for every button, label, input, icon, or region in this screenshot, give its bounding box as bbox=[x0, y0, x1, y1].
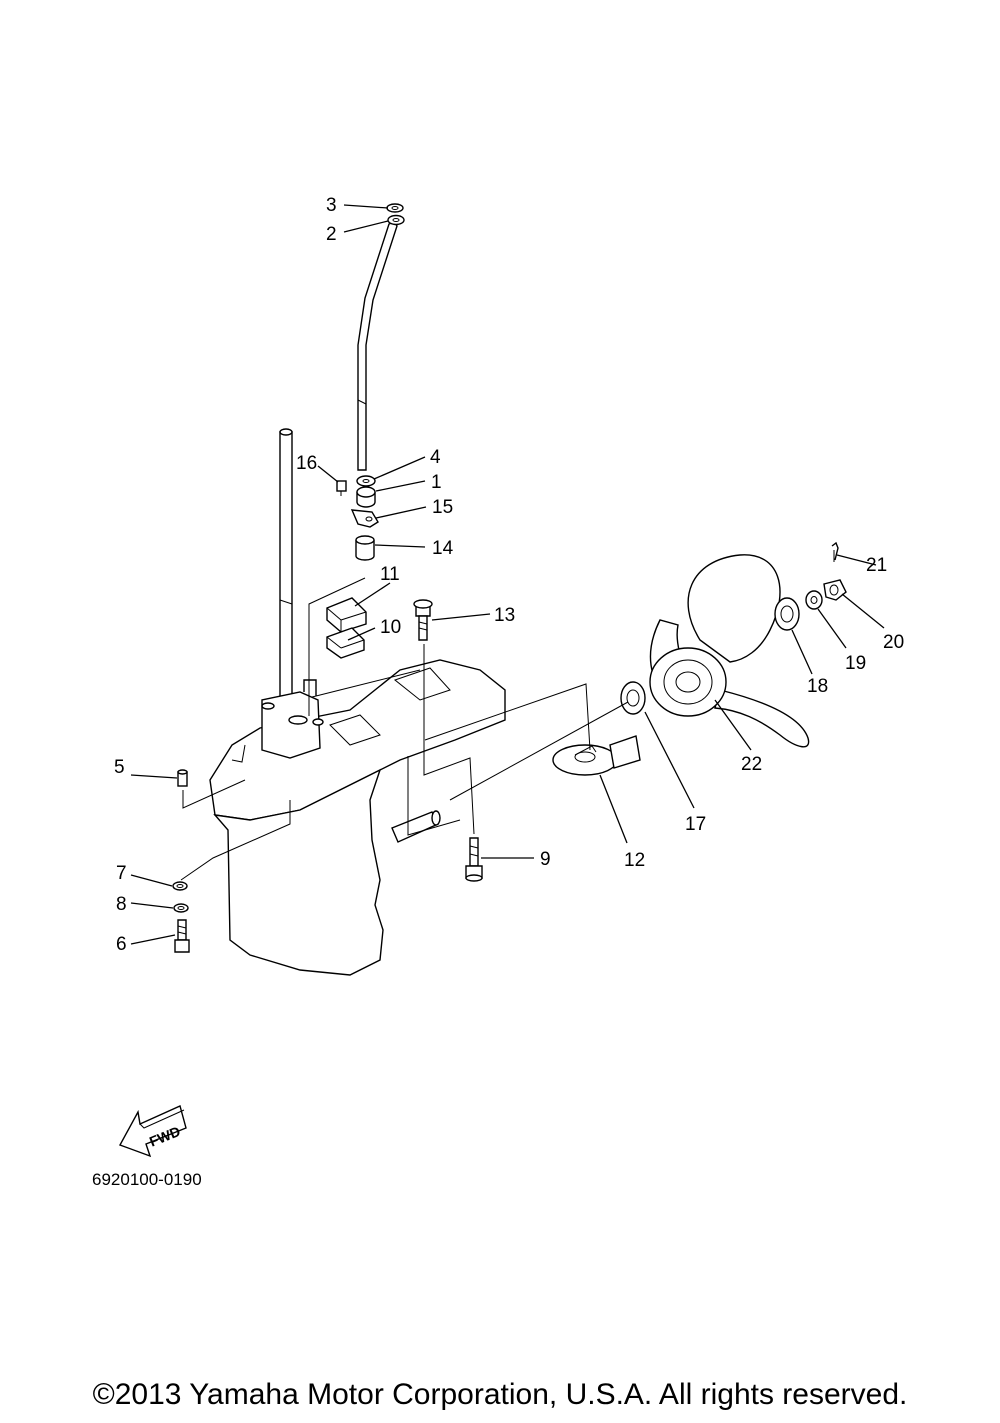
callout-6: 6 bbox=[116, 934, 127, 955]
diagram-part-code: 6920100-0190 bbox=[92, 1170, 202, 1189]
bolt-13 bbox=[413, 599, 433, 641]
callout-16: 16 bbox=[296, 453, 317, 474]
callout-13: 13 bbox=[494, 605, 515, 626]
collar-14 bbox=[355, 535, 375, 561]
shift-rod bbox=[357, 221, 398, 471]
grommet-2 bbox=[387, 214, 405, 226]
callout-20: 20 bbox=[883, 632, 904, 653]
callout-18: 18 bbox=[807, 676, 828, 697]
callout-4: 4 bbox=[430, 447, 441, 468]
seal-10 bbox=[326, 627, 365, 659]
callout-labels: 3 2 4 1 15 14 16 11 10 13 21 20 19 18 22… bbox=[114, 195, 904, 955]
anode-12 bbox=[552, 735, 641, 776]
callout-19: 19 bbox=[845, 653, 866, 674]
leader-lines bbox=[130, 204, 885, 945]
assembly-guide-lines bbox=[180, 577, 629, 881]
callout-14: 14 bbox=[432, 538, 454, 559]
callout-2: 2 bbox=[326, 224, 337, 245]
copyright-notice: ©2013 Yamaha Motor Corporation, U.S.A. A… bbox=[92, 1378, 908, 1411]
callout-5: 5 bbox=[114, 757, 125, 778]
seal-11 bbox=[326, 597, 367, 633]
screw-16 bbox=[336, 480, 347, 496]
nut-20 bbox=[823, 579, 847, 601]
bracket-15 bbox=[350, 509, 379, 528]
callout-22: 22 bbox=[741, 754, 762, 775]
washer-7 bbox=[172, 881, 188, 891]
drive-shaft bbox=[279, 428, 293, 701]
forward-arrow-icon: FWD bbox=[118, 1105, 187, 1158]
thrust-washer-17 bbox=[620, 681, 646, 715]
callout-11: 11 bbox=[380, 564, 400, 585]
dowel-pin-5 bbox=[177, 769, 188, 787]
callout-3: 3 bbox=[326, 195, 337, 216]
bolt-9 bbox=[465, 837, 483, 882]
callout-12: 12 bbox=[624, 850, 645, 871]
washer-4 bbox=[356, 475, 376, 487]
callout-17: 17 bbox=[685, 814, 706, 835]
lower-case bbox=[209, 659, 506, 976]
callout-7: 7 bbox=[116, 863, 127, 884]
callout-1: 1 bbox=[431, 472, 442, 493]
cotter-pin-21 bbox=[831, 541, 839, 562]
washer-19 bbox=[805, 590, 823, 610]
propeller-22 bbox=[649, 554, 810, 748]
grommet-1 bbox=[356, 486, 376, 508]
washer-8 bbox=[173, 903, 189, 913]
bolt-6 bbox=[174, 919, 190, 953]
callout-21: 21 bbox=[866, 555, 887, 576]
spacer-18 bbox=[774, 597, 800, 631]
washer-3 bbox=[386, 203, 404, 213]
callout-9: 9 bbox=[540, 849, 551, 870]
callout-15: 15 bbox=[432, 497, 453, 518]
callout-8: 8 bbox=[116, 894, 127, 915]
callout-10: 10 bbox=[380, 617, 401, 638]
